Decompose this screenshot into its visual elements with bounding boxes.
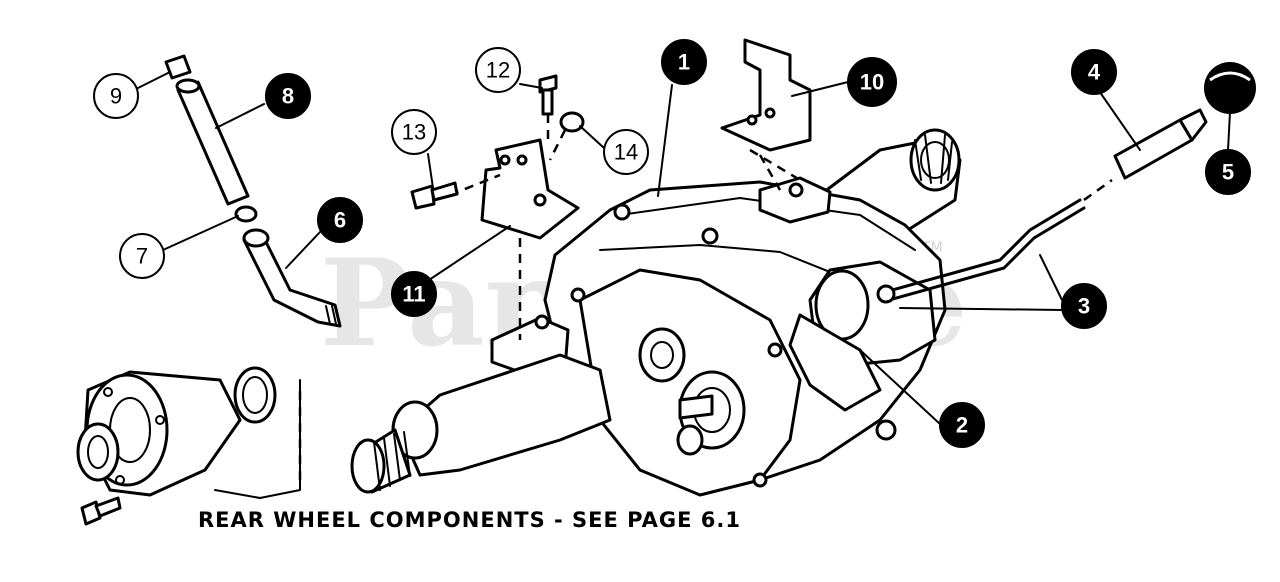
transaxle-housing [350,128,1086,497]
bracket-10 [720,38,812,191]
bracket-11 [449,138,580,340]
leader-lines [137,71,1231,425]
vent-tube [175,78,250,206]
callout-14-number: 14 [614,140,638,165]
callout-6-number: 6 [334,208,346,233]
bolt-12 [538,74,558,142]
callout-8: 8 [265,73,311,119]
callout-1-number: 1 [678,50,690,75]
callout-1: 1 [661,39,707,85]
callout-6: 6 [317,197,363,243]
nut-14 [548,111,585,161]
callout-14: 14 [603,129,649,175]
vent-cap [164,54,192,80]
shift-knob-sleeve [1083,108,1208,202]
callout-8-number: 8 [282,84,294,109]
callout-9-number: 9 [110,84,122,109]
callout-7: 7 [119,233,165,279]
callout-5: 5 [1205,149,1251,195]
callout-2-number: 2 [956,413,968,438]
callout-3-number: 3 [1078,294,1090,319]
callout-10-number: 10 [860,70,884,95]
callout-12-number: 12 [486,58,510,83]
callout-11-number: 11 [402,282,425,307]
clip [234,205,258,223]
callout-10: 10 [847,57,897,107]
callout-11: 11 [391,271,437,317]
callout-12: 12 [475,47,521,93]
callout-5-number: 5 [1222,160,1234,185]
callout-7-number: 7 [136,244,148,269]
callout-2: 2 [939,402,985,448]
bolt-13 [410,181,459,210]
callout-13-number: 13 [402,120,426,145]
callout-9: 9 [93,73,139,119]
callout-3: 3 [1061,283,1107,329]
caption-text: REAR WHEEL COMPONENTS - SEE PAGE 6.1 [198,508,741,532]
callout-4-number: 4 [1088,60,1101,85]
rear-wheel-components [76,366,302,526]
callout-13: 13 [391,109,437,155]
shift-knob-decal [1204,62,1256,114]
callout-4: 4 [1071,49,1117,95]
breather-tube [242,228,342,328]
